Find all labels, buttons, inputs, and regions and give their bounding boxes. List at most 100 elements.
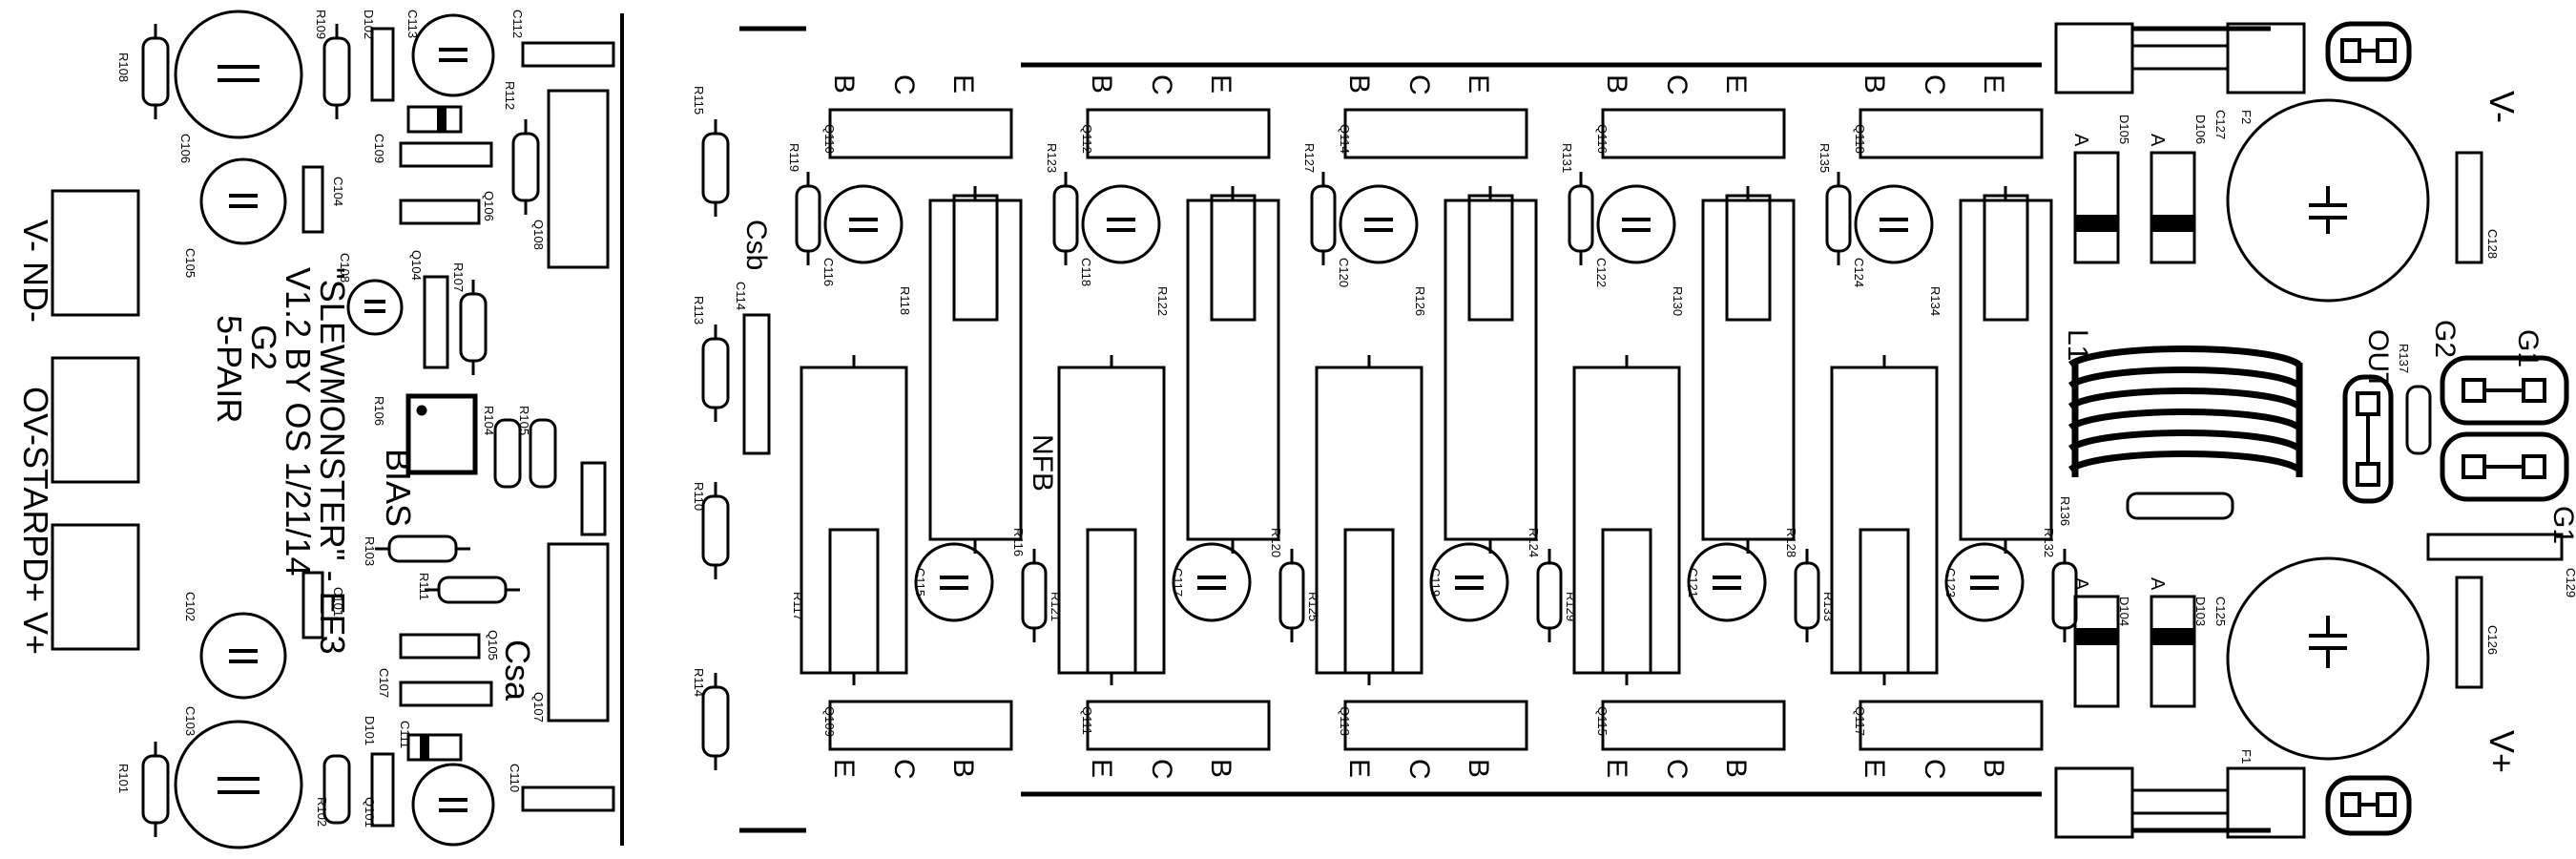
- refdes: C111: [398, 721, 412, 748]
- refdes: Q118: [1853, 124, 1867, 154]
- refdes: C107: [377, 668, 391, 698]
- refdes: C129: [2564, 568, 2576, 597]
- refdes: Q113: [1338, 706, 1352, 736]
- anode-label: A: [2147, 577, 2168, 591]
- pin-label: C: [1146, 759, 1177, 780]
- pin-label: E: [947, 74, 979, 94]
- side-resistor-labels: R115 R113 R110 R114 C114 Csb NFB: [692, 86, 1058, 697]
- refdes: R133: [1821, 592, 1836, 621]
- refdes: R110: [692, 482, 706, 511]
- refdes: R101: [116, 764, 131, 793]
- refdes: R122: [1155, 286, 1170, 316]
- out-label: OUT: [2362, 329, 2394, 389]
- refdes: Q116: [1595, 124, 1610, 154]
- side-resistors: [701, 119, 771, 770]
- refdes: R103: [363, 536, 377, 566]
- coil-turn: [2067, 409, 2302, 431]
- refdes: C118: [1079, 258, 1093, 286]
- refdes: Q112: [1080, 124, 1094, 154]
- pad-label-3: PD+ V+: [16, 534, 55, 655]
- refdes: R105: [517, 406, 531, 435]
- g1-label: G1: [2512, 329, 2544, 367]
- right-section: [2054, 21, 2569, 839]
- refdes: C115: [913, 568, 927, 597]
- decoupling-cap: [1687, 542, 1767, 622]
- pin-label: C: [888, 759, 920, 780]
- refdes: C127: [2213, 110, 2228, 139]
- refdes: D101: [363, 716, 377, 745]
- decoupling-cap: [1944, 542, 2025, 622]
- pin-label: C: [1919, 759, 1950, 780]
- left-title-block: "SLEWMONSTER" - EF3 V1.2 BY OS 1/21/14 G…: [210, 267, 352, 655]
- coil-turn: [2067, 367, 2302, 389]
- pin-label: E: [1601, 759, 1632, 778]
- refdes: C102: [183, 592, 197, 621]
- pin-label: E: [1463, 74, 1494, 94]
- decoupling-cap: [914, 542, 994, 622]
- coil-turn: [2067, 346, 2302, 368]
- coil-turn: [2067, 388, 2302, 410]
- g1b-label: G1: [2547, 506, 2576, 544]
- pin-label: C: [1403, 74, 1435, 95]
- inductor-label: L1: [2062, 329, 2093, 361]
- refdes: R102: [315, 797, 329, 827]
- refdes: Q106: [482, 191, 496, 221]
- refdes: Q117: [1853, 706, 1867, 736]
- pin-label: C: [888, 74, 920, 95]
- refdes: Q107: [531, 692, 546, 723]
- pin-label: E: [1205, 74, 1236, 94]
- refdes: C122: [1594, 258, 1609, 287]
- nfb-label: NFB: [1027, 434, 1058, 492]
- refdes: R134: [1928, 286, 1942, 316]
- anode-label: A: [2147, 134, 2168, 147]
- refdes: Q114: [1338, 124, 1352, 154]
- csb-label: Csb: [740, 220, 772, 270]
- refdes: R137: [2397, 344, 2411, 373]
- transistor-body: [1601, 700, 1786, 751]
- refdes: R113: [692, 296, 706, 325]
- pin-label: E: [1978, 74, 2009, 94]
- pin-label: E: [1343, 759, 1375, 778]
- refdes: C120: [1337, 258, 1351, 287]
- pin-label: B: [1859, 74, 1890, 94]
- pin-label: C: [1403, 759, 1435, 780]
- transistor-body: [1086, 108, 1271, 159]
- title-line-3: G2: [244, 325, 283, 370]
- refdes: D104: [2117, 597, 2131, 626]
- refdes: C113: [405, 10, 420, 38]
- refdes: Q109: [822, 706, 837, 737]
- vplus-label: V+: [2483, 730, 2522, 773]
- refdes: R119: [787, 143, 801, 172]
- refdes: C106: [178, 134, 193, 163]
- pin-label: C: [1919, 74, 1950, 95]
- right-labels: V- V+ G1 G2 G1 OUT L1 F2 F1 A A A A D105…: [2058, 91, 2576, 773]
- refdes: C119: [1428, 568, 1443, 597]
- refdes: R109: [314, 10, 328, 39]
- refdes: D102: [362, 10, 376, 39]
- transistor-body: [1343, 108, 1528, 159]
- inductor-l1: [2067, 346, 2303, 477]
- refdes: R118: [898, 286, 912, 315]
- transistor-body: [1601, 108, 1786, 159]
- refdes: R117: [791, 592, 805, 620]
- refdes: R128: [1784, 528, 1798, 557]
- refdes: Q110: [822, 124, 837, 154]
- refdes: C114: [734, 282, 748, 310]
- transistor-body: [1086, 700, 1271, 751]
- left-board: [51, 10, 624, 849]
- refdes: C112: [510, 10, 525, 38]
- decoupling-cap: [1596, 184, 1676, 264]
- refdes: R106: [372, 396, 386, 426]
- pin-label: B: [828, 74, 860, 94]
- pin-label: E: [828, 759, 860, 778]
- fuse-label: F2: [2239, 110, 2254, 124]
- pin-label: E: [1859, 759, 1890, 778]
- pad-label-2: OV-STAR: [16, 387, 55, 534]
- refdes: R125: [1306, 592, 1320, 621]
- pin-label: B: [947, 759, 979, 778]
- transistor-body: [1859, 108, 2044, 159]
